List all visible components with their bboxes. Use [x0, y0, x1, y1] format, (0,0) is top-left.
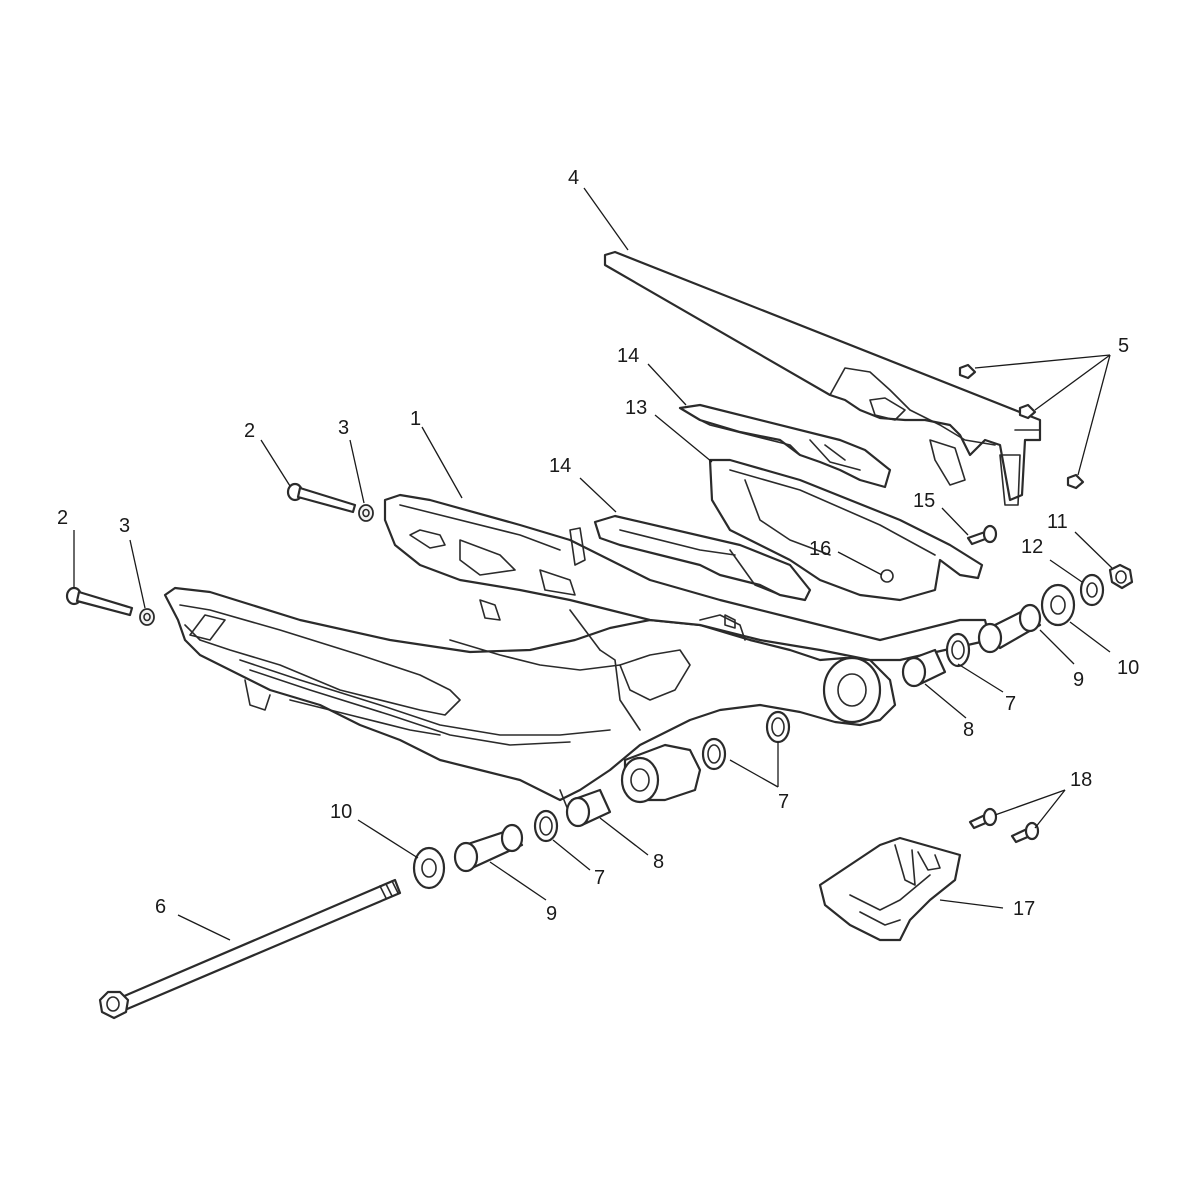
chain-guard-lower-17-part — [818, 836, 962, 942]
callout-2-upper: 2 — [244, 420, 255, 442]
seal-7-b-part — [765, 710, 791, 744]
callout-16: 16 — [809, 538, 831, 560]
callout-labels: 1 2 2 3 3 4 5 6 7 7 7 8 8 9 9 10 10 11 1… — [57, 167, 1139, 925]
washer-12-part — [1079, 573, 1105, 607]
callout-14-lower: 14 — [549, 455, 571, 477]
callout-14-upper: 14 — [617, 345, 639, 367]
callout-18: 18 — [1070, 769, 1092, 791]
chain-slider-lower-part — [593, 514, 812, 602]
chain-slider-upper-part — [678, 403, 892, 489]
pivot-boss-part — [620, 743, 702, 804]
bolt-lower-part — [65, 586, 134, 617]
callout-15: 15 — [913, 490, 935, 512]
chain-guard-part — [603, 250, 1042, 506]
bolt-upper-part — [286, 482, 357, 514]
callout-9-left: 9 — [546, 903, 557, 925]
pivot-spindle-part — [98, 878, 402, 1020]
callout-1: 1 — [410, 408, 421, 430]
nut-lower-part — [139, 608, 155, 626]
callout-9-right: 9 — [1073, 669, 1084, 691]
callout-3-lower: 3 — [119, 515, 130, 537]
callout-12: 12 — [1021, 536, 1043, 558]
callout-17: 17 — [1013, 898, 1035, 920]
screw-part-1 — [958, 363, 977, 380]
swingarm-part — [163, 493, 992, 821]
lower-chain-guard-part — [708, 458, 984, 602]
seal-7-a-part — [945, 632, 971, 668]
washer-10-left-part — [412, 846, 446, 890]
screw-18-a-part — [968, 807, 998, 830]
nut-11-part — [1108, 563, 1134, 590]
callout-8-left: 8 — [653, 851, 664, 873]
screw-18-b-part — [1010, 821, 1040, 844]
callout-5: 5 — [1118, 335, 1129, 357]
callout-8-right: 8 — [963, 719, 974, 741]
callout-4: 4 — [568, 167, 579, 189]
spacer-9-right-part — [977, 603, 1042, 654]
callout-6: 6 — [155, 896, 166, 918]
screw-part-2 — [1018, 403, 1037, 420]
callout-10-right: 10 — [1117, 657, 1139, 679]
nut-upper-part — [358, 504, 374, 522]
leader-lines — [73, 187, 1113, 941]
callout-7-middle: 7 — [778, 791, 789, 813]
callout-11: 11 — [1047, 511, 1068, 533]
washer-10-right-part — [1040, 583, 1076, 627]
seal-7-d-part — [533, 809, 559, 843]
callout-7-right: 7 — [1005, 693, 1016, 715]
bearing-8-left-part — [565, 788, 612, 828]
callout-3-upper: 3 — [338, 417, 349, 439]
callout-10-left: 10 — [330, 801, 352, 823]
spacer-9-left-part — [453, 823, 524, 873]
seal-7-c-part — [701, 737, 727, 771]
screw-part-3 — [1066, 473, 1085, 490]
callout-13: 13 — [625, 397, 647, 419]
bearing-8-right-part — [901, 648, 947, 688]
callout-7-left: 7 — [594, 867, 605, 889]
screw-15-part — [966, 524, 998, 546]
callout-2-lower: 2 — [57, 507, 68, 529]
